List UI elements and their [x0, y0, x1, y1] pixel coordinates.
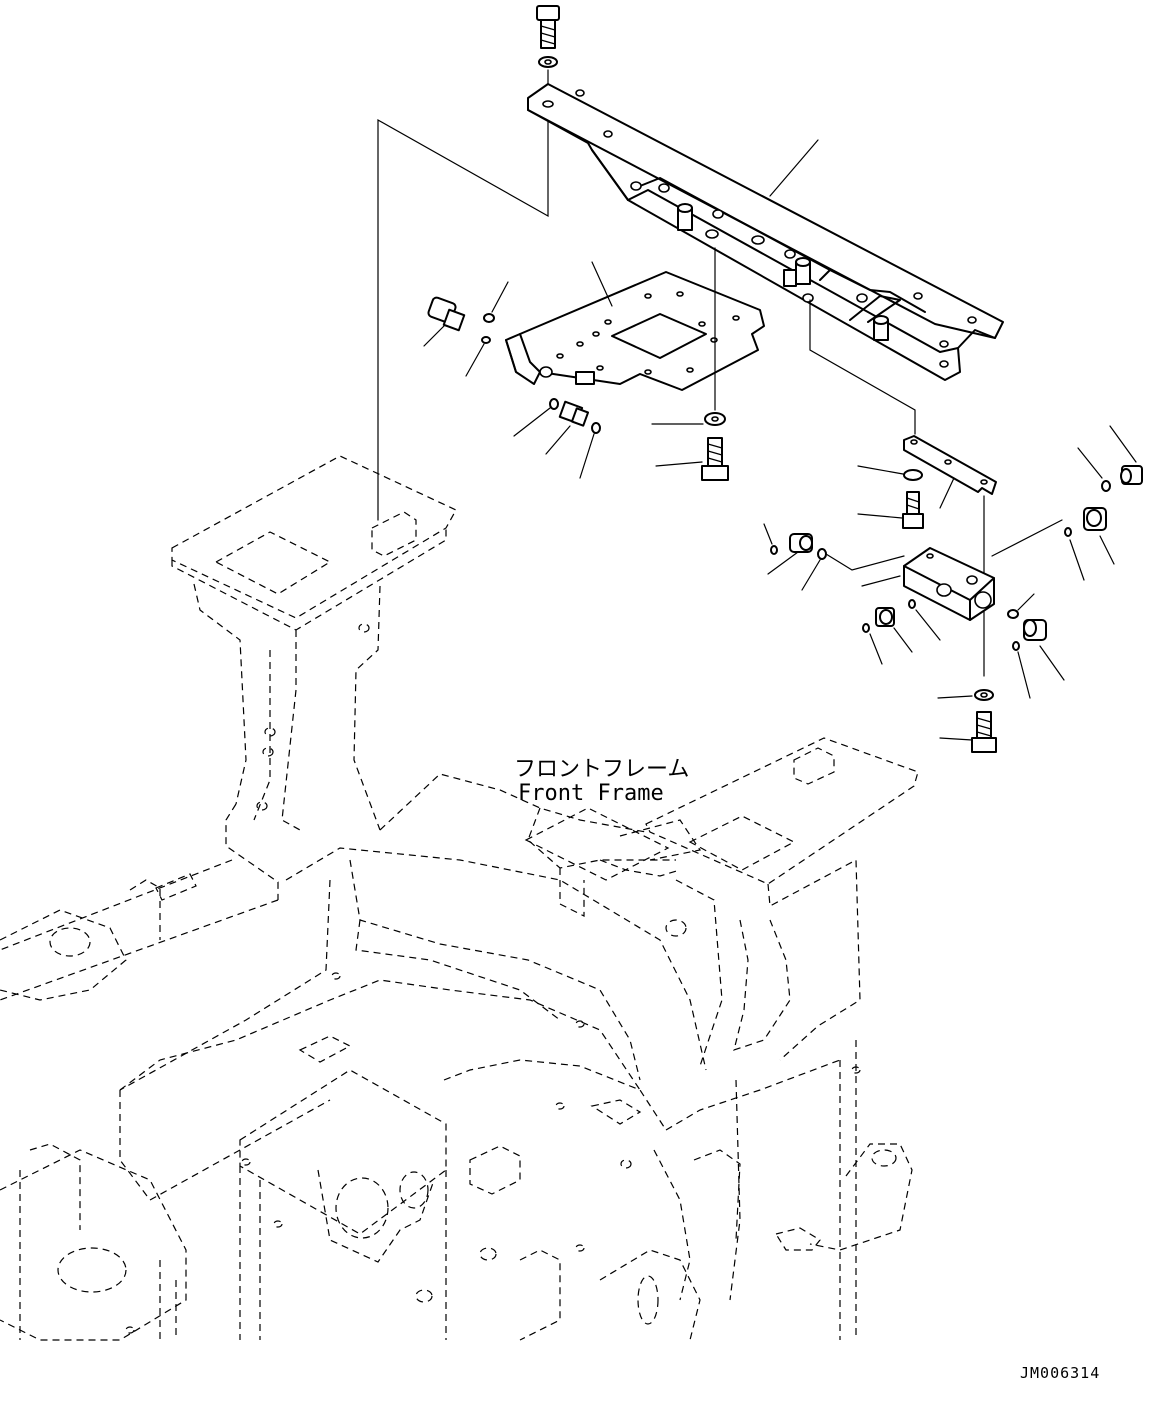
bolt-small	[902, 491, 924, 529]
mounting-plate	[505, 271, 765, 391]
top-bolt	[536, 5, 560, 68]
drawing-code: JM006314	[1020, 1364, 1100, 1382]
front-frame	[0, 455, 919, 1341]
elbow-fitting	[789, 533, 813, 553]
small-bracket	[903, 435, 997, 495]
bolt	[701, 437, 729, 481]
long-bracket	[527, 83, 1004, 381]
elbow-fitting-upper-right	[1083, 507, 1107, 531]
bolt-lower	[971, 711, 997, 753]
elbow-fitting-left	[427, 296, 466, 332]
front-frame-label-jp: フロントフレーム	[514, 757, 689, 782]
adapter-fitting	[875, 607, 895, 627]
plug	[1120, 465, 1143, 485]
straight-fitting	[558, 400, 590, 427]
front-frame-label-en: Front Frame	[518, 781, 664, 806]
valve-block	[903, 547, 995, 621]
elbow-fitting-right	[1023, 619, 1047, 641]
